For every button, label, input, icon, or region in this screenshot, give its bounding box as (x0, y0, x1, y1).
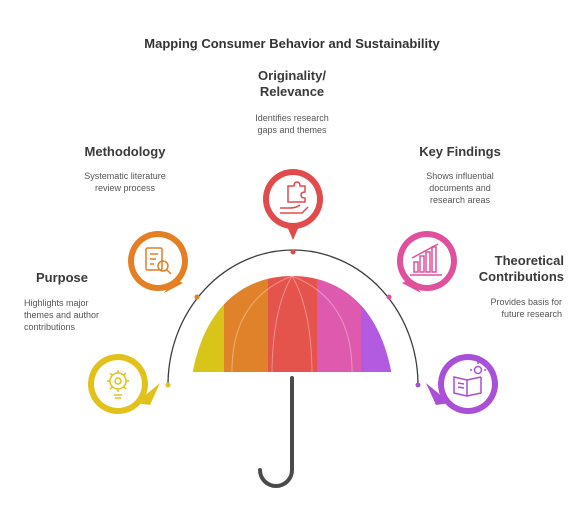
arc-dot-right (386, 294, 392, 300)
arc-dot-top (290, 249, 296, 255)
theoretical-description: Provides basis for future research (490, 297, 562, 319)
methodology-description: Systematic literature review process (84, 171, 166, 193)
umbrella-handle (258, 376, 294, 488)
gear-lightbulb-icon (107, 370, 129, 399)
originality-heading: Originality/ Relevance (258, 68, 326, 99)
bar-chart-icon (410, 243, 442, 276)
methodology-heading: Methodology (84, 144, 166, 159)
document-search-icon (145, 247, 172, 275)
arc-dot-bottom-left (165, 382, 171, 388)
purpose-description: Highlights major themes and author contr… (24, 298, 100, 332)
key-findings-heading: Key Findings (419, 144, 501, 159)
purpose-badge (88, 354, 160, 414)
arc-dot-left (194, 294, 200, 300)
originality-description: Identifies research gaps and themes (255, 113, 329, 135)
key-findings-description: Shows influential documents and research… (426, 171, 494, 205)
theoretical-heading: Theoretical Contributions (478, 253, 564, 284)
book-idea-icon (453, 362, 486, 397)
purpose-heading: Purpose (36, 270, 89, 285)
originality-badge (263, 169, 323, 240)
puzzle-hand-icon (280, 181, 309, 214)
methodology-badge (128, 231, 188, 293)
theoretical-badge (426, 354, 498, 414)
arc-dot-bottom-right (415, 382, 421, 388)
key-findings-badge (397, 231, 457, 293)
diagram-title: Mapping Consumer Behavior and Sustainabi… (144, 36, 440, 51)
